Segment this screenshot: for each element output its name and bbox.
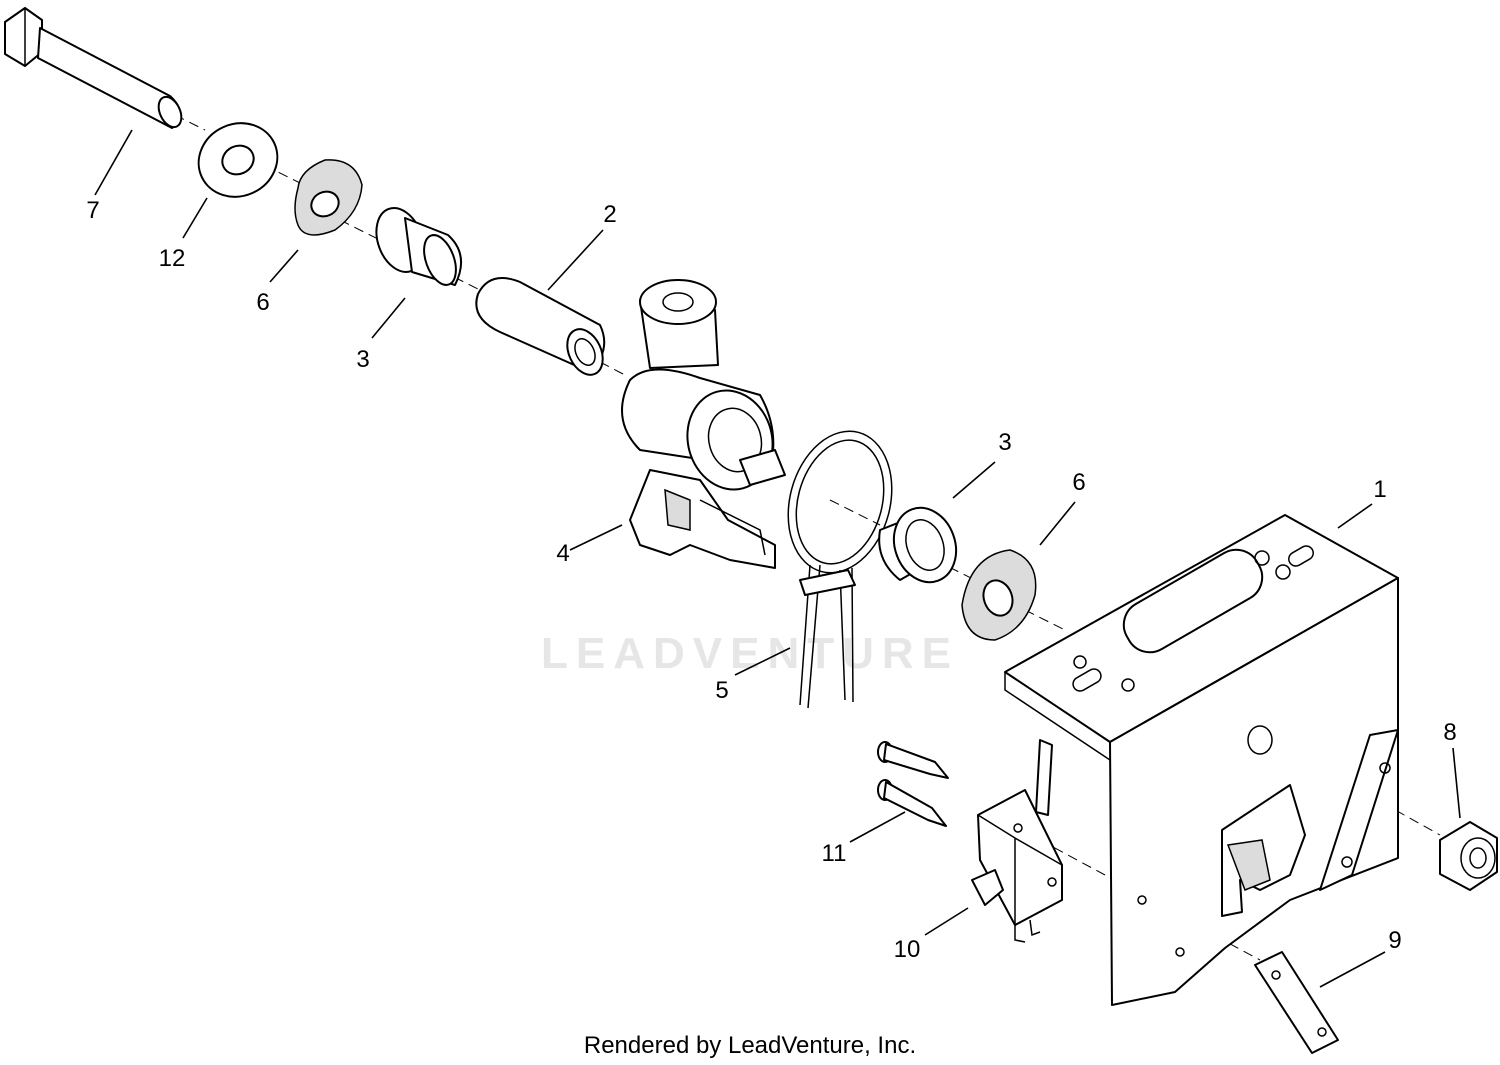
callout-4: 4 xyxy=(556,540,569,567)
callout-6-upper: 6 xyxy=(256,289,269,316)
callout-7: 7 xyxy=(86,197,99,224)
callout-8: 8 xyxy=(1443,719,1456,746)
credit-line: Rendered by LeadVenture, Inc. xyxy=(584,1032,916,1059)
leader-lines xyxy=(94,129,1461,988)
part-3-flanged-bushing-upper xyxy=(375,207,463,286)
callout-12: 12 xyxy=(159,245,186,272)
part-11-screws xyxy=(877,741,949,827)
part-5-spring-clip xyxy=(787,430,893,709)
part-6-spring-washer-upper xyxy=(294,159,363,236)
callout-3-upper: 3 xyxy=(356,346,369,373)
part-3-flanged-bushing-lower xyxy=(878,506,958,584)
callout-labels: 7 12 6 3 2 4 5 3 6 1 8 11 10 9 xyxy=(86,197,1456,963)
part-8-lock-nut xyxy=(1439,821,1498,891)
watermark: LEADVENTURE xyxy=(541,629,959,678)
part-1-bracket xyxy=(1004,514,1399,1006)
callout-9: 9 xyxy=(1388,927,1401,954)
callout-3-lower: 3 xyxy=(998,429,1011,456)
callout-11: 11 xyxy=(822,840,847,867)
part-6-spring-washer-lower xyxy=(961,549,1037,641)
part-2-spacer-tube xyxy=(475,277,606,376)
part-10-micro-switch xyxy=(971,739,1063,943)
part-9-plate xyxy=(1254,951,1339,1054)
callout-10: 10 xyxy=(894,936,921,963)
callout-6-lower: 6 xyxy=(1072,469,1085,496)
callout-1: 1 xyxy=(1373,476,1386,503)
part-4-pivot-yoke xyxy=(621,279,786,569)
part-12-flat-washer xyxy=(197,122,279,198)
part-7-hex-bolt xyxy=(4,7,183,129)
callout-5: 5 xyxy=(715,677,728,704)
callout-2: 2 xyxy=(603,201,616,228)
